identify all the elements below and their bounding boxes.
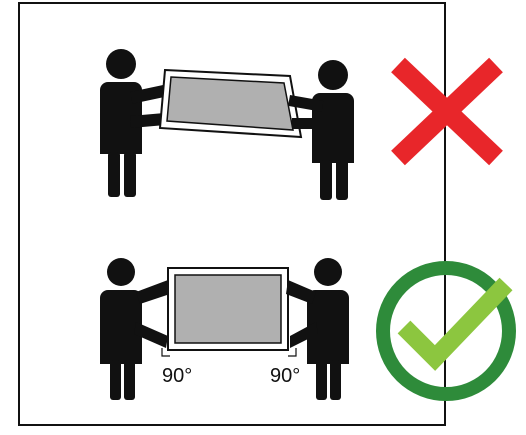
left-person-figure — [100, 258, 170, 400]
left-person-figure — [100, 49, 170, 197]
correct-carry-scene: 90° 90° — [100, 258, 349, 400]
x-mark-icon — [398, 65, 496, 158]
incorrect-carry-scene — [100, 49, 354, 200]
upright-panel — [168, 268, 288, 350]
angle-label-left: 90° — [162, 365, 192, 387]
check-mark-icon — [383, 268, 509, 394]
angle-label-right: 90° — [270, 365, 300, 387]
tilted-panel — [160, 70, 301, 137]
